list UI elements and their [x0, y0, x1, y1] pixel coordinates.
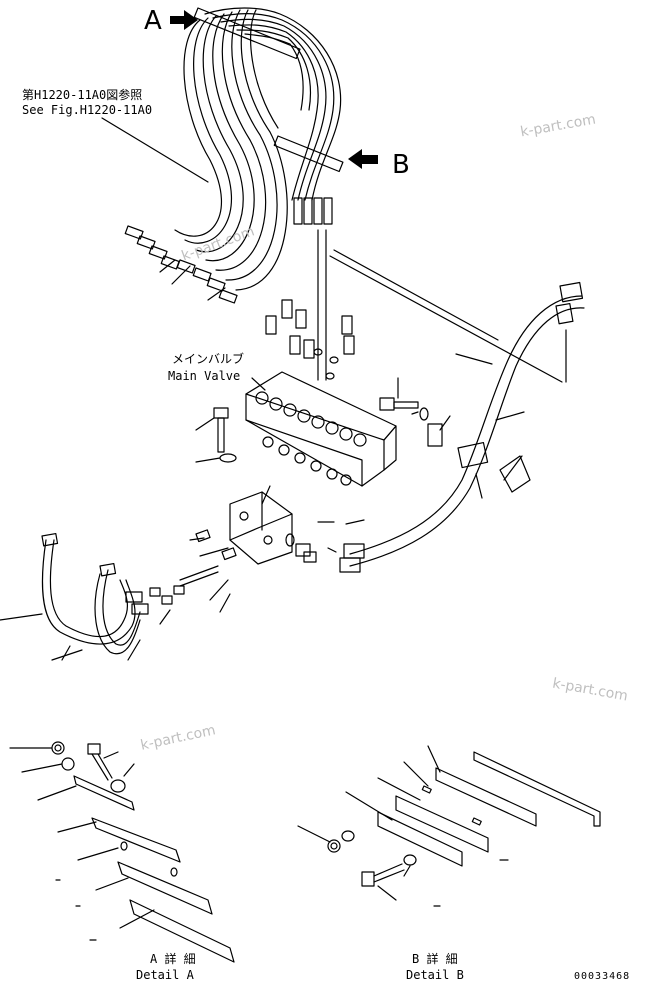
- main-valve: [245, 371, 397, 487]
- manifold-block: [229, 485, 293, 565]
- detail-b-title-en: Detail B: [406, 968, 464, 982]
- detail-a-title-en: Detail A: [136, 968, 194, 982]
- small-fittings: [127, 519, 365, 661]
- bolt-right: [379, 377, 451, 447]
- hose-bundle: [101, 7, 344, 304]
- main-valve-label-en: Main Valve: [168, 369, 241, 383]
- reference-note-en: See Fig.H1220-11A0: [22, 103, 153, 117]
- figure-number: 00033468: [574, 971, 631, 982]
- detail-b-drawing: [297, 745, 601, 907]
- detail-a-drawing: [9, 741, 235, 963]
- view-a-label: A: [144, 6, 162, 36]
- bolt-left: [195, 407, 237, 463]
- detail-b-title-jp: B 詳 細: [412, 952, 458, 966]
- fittings-column: [265, 229, 355, 381]
- view-b-label: B: [392, 150, 410, 180]
- main-valve-label-jp: メインバルブ: [172, 352, 245, 366]
- reference-note-jp: 第H1220-11A0図参照: [22, 88, 143, 102]
- left-hoses: [0, 532, 149, 661]
- right-hoses: [329, 249, 585, 573]
- detail-a-title-jp: A 詳 細: [150, 952, 196, 966]
